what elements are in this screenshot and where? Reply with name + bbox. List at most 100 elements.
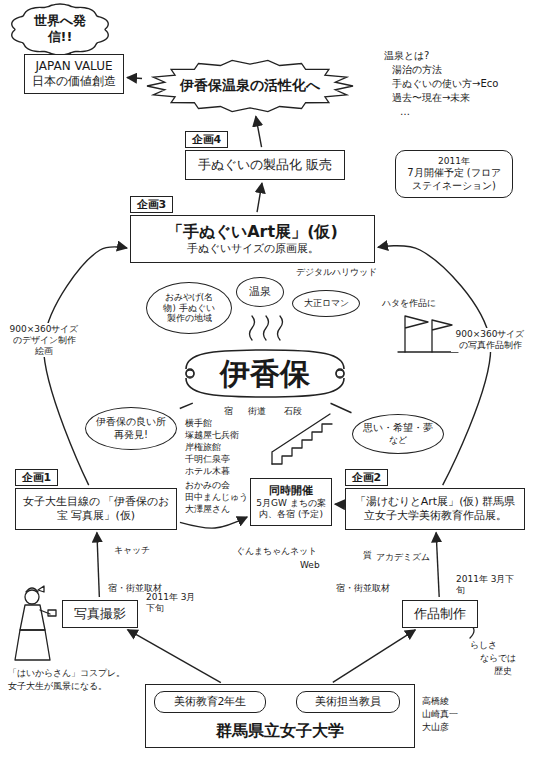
note-text: 女子大生が風景になる。 [8, 681, 107, 692]
flow-arrow [335, 503, 342, 505]
node-text: JAPAN VALUE 日本の価値創造 [31, 59, 117, 89]
note-text: らしさ [470, 640, 497, 651]
swirl-curl [186, 370, 194, 378]
edge-label: 900×360サイズのデザイン制作 絵画 [5, 323, 83, 357]
flag-symbol [405, 316, 428, 352]
figure-camera [48, 610, 56, 616]
node-text: 美術教育2年生 [159, 695, 261, 709]
node-text: 伊香保温泉の活性化へ [175, 77, 325, 95]
value-box: JAPAN VALUE 日本の価値創造 [24, 54, 124, 94]
note-text: キャッチ [114, 545, 150, 556]
node-text: 7月開催予定 (フロアステイネーション) [404, 167, 504, 192]
figure-head [25, 590, 39, 604]
plan-tab: 企画2 [345, 469, 389, 486]
swirl-curl [336, 370, 344, 378]
theme-bubble: おみやげ(名物) 手ぬぐい製作の地域 [146, 282, 232, 334]
event-box: 同時開催5月GW まちの案内、各宿 (予定) [250, 478, 332, 526]
note-text: アカデミズム [376, 552, 430, 563]
note-text: 手ぬぐいの使い方→Eco [392, 78, 498, 90]
schedule-bubble: 2011年7月開催予定 (フロアステイネーション) [395, 150, 513, 198]
burst-outline [147, 60, 353, 111]
note-text: 石段 [284, 406, 302, 417]
note-text: 横手館 [185, 418, 212, 428]
note-text: 宿 [224, 406, 233, 417]
node-text: 伊香保 [200, 357, 330, 390]
flag-symbol [432, 320, 452, 352]
note-text: 塚越屋七兵衛 [185, 430, 239, 440]
node-text: 美術担当教員 [301, 695, 395, 709]
flow-arrow [97, 532, 99, 597]
figure-kimono [20, 605, 45, 630]
node-text: 2011年 [404, 156, 504, 167]
node-text: など [363, 435, 433, 446]
note-text: 宿・街並取材 [336, 583, 390, 594]
note-text: 「はいからさん」コスプレ。 [8, 668, 125, 679]
plan-tab: 企画3 [130, 196, 174, 213]
note-text: 温泉とは? [384, 50, 429, 62]
place-title: 伊香保 [180, 345, 350, 402]
figure-hair [26, 588, 38, 592]
idea-bubble: 思い・希望・夢など [352, 414, 444, 454]
swirl-curl [336, 369, 344, 377]
flow-arrow [180, 517, 247, 528]
plan-tab: 企画4 [185, 131, 229, 148]
note-text: おかみの会 [185, 480, 230, 490]
note-text: 街道 [248, 406, 266, 417]
note-text: … [400, 106, 410, 118]
flow-arrow [44, 247, 127, 485]
member-box: 美術担当教員 [296, 691, 400, 713]
node-text: 温泉 [243, 285, 277, 299]
node-text: 大正ロマン [301, 298, 351, 309]
node-text: 手ぬぐいの製品化 販売 [192, 157, 338, 173]
idea-bubble: 伊香保の良い所再発見! [85, 407, 177, 450]
task-box: 写真撮影 [62, 600, 138, 628]
goal-burst: 伊香保温泉の活性化へ [145, 58, 355, 114]
steam-mark [264, 316, 269, 340]
theme-bubble: 温泉 [236, 277, 284, 307]
node-text: 女子大生目線の 「伊香保のお宝 写真展」(仮) [22, 495, 170, 523]
node-text: おみやげ(名物) 手ぬぐい製作の地域 [159, 292, 219, 324]
node-text: 「手ぬぐいArt展」(仮) [139, 222, 366, 242]
note-text: ぐんまちゃんネット [236, 546, 317, 557]
note-text: 大澤屋さん [185, 504, 230, 514]
member-box: 美術教育2年生 [154, 691, 266, 713]
cloud-shape: 世界へ発信!! [8, 2, 112, 57]
node-text: 写真撮影 [67, 606, 133, 622]
note-text: ならでは [480, 653, 516, 664]
cloud-outline [12, 4, 109, 55]
stone-steps [272, 424, 332, 464]
theme-bubble: 大正ロマン [292, 290, 360, 317]
ground-line [398, 351, 458, 352]
note-text: 質 [363, 550, 372, 561]
flow-arrow [256, 116, 262, 147]
node-text: 群馬県立女子大学 [154, 721, 406, 741]
university-box: 群馬県立女子大学 美術教育2年生 美術担当教員 [145, 684, 415, 748]
node-text: 「湯けむりとArt展」(仮) 群馬県立女子大学美術教育作品展。 [352, 495, 518, 523]
note-text: 歴史 [494, 666, 512, 677]
flow-arrow [180, 403, 193, 408]
edge-label: 900×360サイズの写真作品制作 [451, 328, 529, 352]
step-rail [272, 414, 330, 464]
note-text: 山崎真一 [422, 709, 458, 720]
note-text: 岸権旅館 [185, 442, 221, 452]
swirl-curl [186, 369, 194, 377]
note-text: Web [300, 560, 320, 571]
plan-tab: 企画1 [15, 469, 59, 486]
steam-mark [250, 316, 255, 340]
note-text: 田中まんじゅう [185, 492, 248, 502]
flow-arrow [257, 183, 262, 212]
flow-arrow [331, 403, 352, 413]
figure-hakama [15, 630, 50, 660]
plan-box: 企画1女子大生目線の 「伊香保のお宝 写真展」(仮) [15, 488, 177, 530]
node-text: 同時開催 [256, 484, 326, 498]
flow-arrow [436, 532, 439, 597]
node-text: 作品制作 [407, 606, 473, 622]
task-box: 作品制作 [402, 600, 478, 628]
plan-box: 企画2「湯けむりとArt展」(仮) 群馬県立女子大学美術教育作品展。 [345, 488, 525, 530]
figure-ribbon [38, 586, 44, 592]
steam-mark [278, 316, 283, 340]
flow-arrow [127, 78, 142, 79]
note-text: ホテル木暮 [185, 466, 230, 476]
note-text: 千明仁泉亭 [185, 454, 230, 464]
plan-box: 企画4手ぬぐいの製品化 販売 [185, 150, 345, 180]
